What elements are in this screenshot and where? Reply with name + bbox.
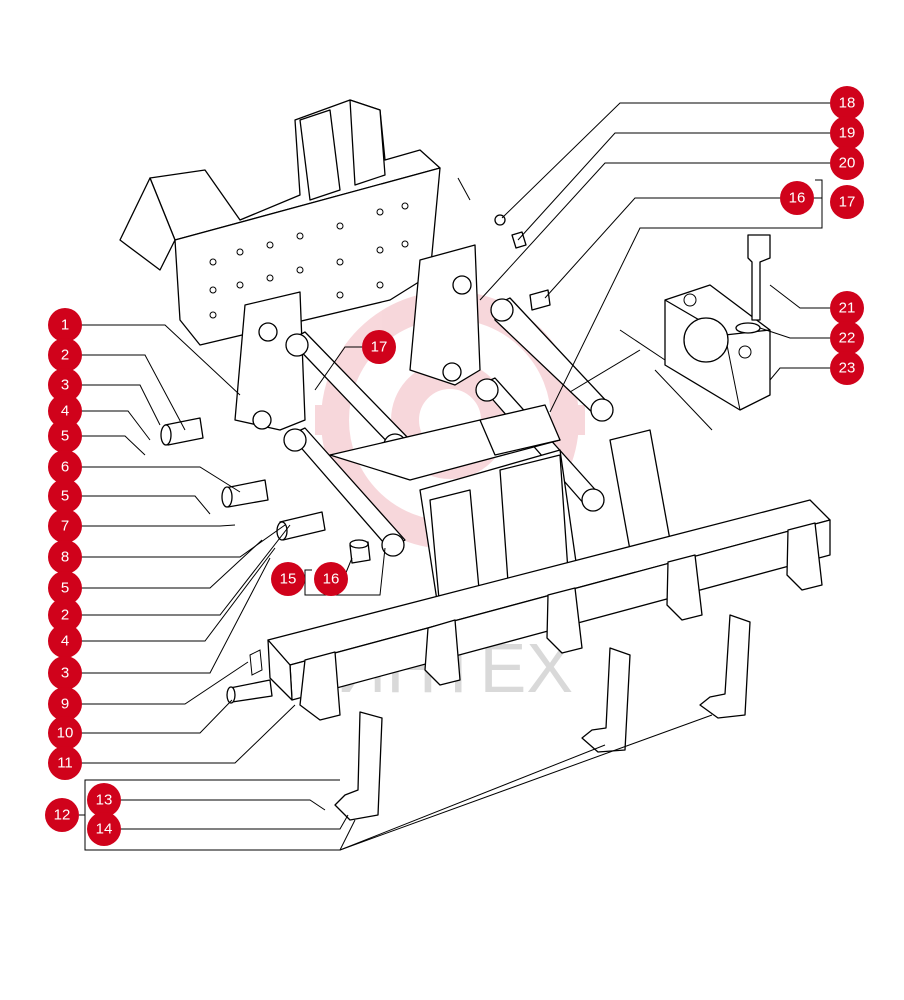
svg-text:9: 9 [61, 696, 69, 713]
svg-text:4: 4 [61, 633, 69, 650]
svg-text:16: 16 [323, 571, 340, 588]
callout-5[interactable]: 5 [48, 419, 82, 453]
shank-holders [299, 522, 823, 721]
callout-16[interactable]: 16 [780, 181, 814, 215]
callout-20[interactable]: 20 [830, 146, 864, 180]
svg-text:3: 3 [61, 665, 69, 682]
left-pins [160, 417, 371, 564]
svg-text:13: 13 [96, 792, 113, 809]
svg-text:5: 5 [61, 580, 69, 597]
callout-17[interactable]: 17 [830, 185, 864, 219]
callout-5[interactable]: 5 [48, 571, 82, 605]
svg-text:4: 4 [61, 403, 69, 420]
callout-21[interactable]: 21 [830, 291, 864, 325]
svg-text:20: 20 [839, 155, 856, 172]
mounting-frame [119, 99, 441, 346]
callout-15[interactable]: 15 [271, 562, 305, 596]
leader-lines [79, 102, 830, 851]
svg-text:1: 1 [61, 317, 69, 334]
callout-4[interactable]: 4 [48, 394, 82, 428]
svg-text:17: 17 [371, 339, 388, 356]
callout-17[interactable]: 17 [362, 330, 396, 364]
svg-text:5: 5 [61, 488, 69, 505]
right-bracket [409, 244, 481, 386]
callouts: 1 2 3 4 5 6 5 7 8 5 2 4 3 9 10 11 12 13 … [45, 86, 864, 846]
svg-text:22: 22 [839, 330, 856, 347]
svg-text:16: 16 [789, 190, 806, 207]
callout-23[interactable]: 23 [830, 351, 864, 385]
clip-pin [226, 649, 273, 704]
svg-text:15: 15 [280, 571, 297, 588]
callout-9[interactable]: 9 [48, 687, 82, 721]
svg-text:14: 14 [96, 821, 113, 838]
svg-text:11: 11 [57, 755, 73, 772]
callout-7[interactable]: 7 [48, 509, 82, 543]
callout-14[interactable]: 14 [87, 812, 121, 846]
svg-text:19: 19 [839, 125, 856, 142]
svg-text:21: 21 [839, 300, 856, 317]
callout-18[interactable]: 18 [830, 86, 864, 120]
shanks [334, 614, 751, 821]
callout-2[interactable]: 2 [48, 338, 82, 372]
svg-text:2: 2 [61, 607, 69, 624]
svg-text:17: 17 [839, 194, 856, 211]
top-bolts [494, 214, 551, 311]
svg-text:23: 23 [839, 360, 856, 377]
callout-11[interactable]: 11 [48, 746, 82, 780]
callout-3[interactable]: 3 [48, 368, 82, 402]
callout-5[interactable]: 5 [48, 479, 82, 513]
svg-text:3: 3 [61, 377, 69, 394]
callout-1[interactable]: 1 [48, 308, 82, 342]
left-lower-link [283, 427, 406, 557]
svg-text:5: 5 [61, 428, 69, 445]
callout-22[interactable]: 22 [830, 321, 864, 355]
callout-12[interactable]: 12 [45, 798, 79, 832]
callout-2[interactable]: 2 [48, 598, 82, 632]
callout-8[interactable]: 8 [48, 540, 82, 574]
callout-16[interactable]: 16 [314, 562, 348, 596]
left-bracket [234, 291, 306, 431]
callout-4[interactable]: 4 [48, 624, 82, 658]
svg-text:10: 10 [57, 725, 74, 742]
callout-13[interactable]: 13 [87, 783, 121, 817]
svg-text:2: 2 [61, 347, 69, 364]
svg-text:8: 8 [61, 549, 69, 566]
callout-19[interactable]: 19 [830, 116, 864, 150]
callout-10[interactable]: 10 [48, 716, 82, 750]
callout-6[interactable]: 6 [48, 450, 82, 484]
callout-3[interactable]: 3 [48, 656, 82, 690]
svg-text:12: 12 [54, 807, 71, 824]
svg-text:6: 6 [61, 459, 69, 476]
svg-text:18: 18 [839, 95, 856, 112]
bearing-block [664, 234, 771, 411]
svg-text:7: 7 [61, 518, 69, 535]
